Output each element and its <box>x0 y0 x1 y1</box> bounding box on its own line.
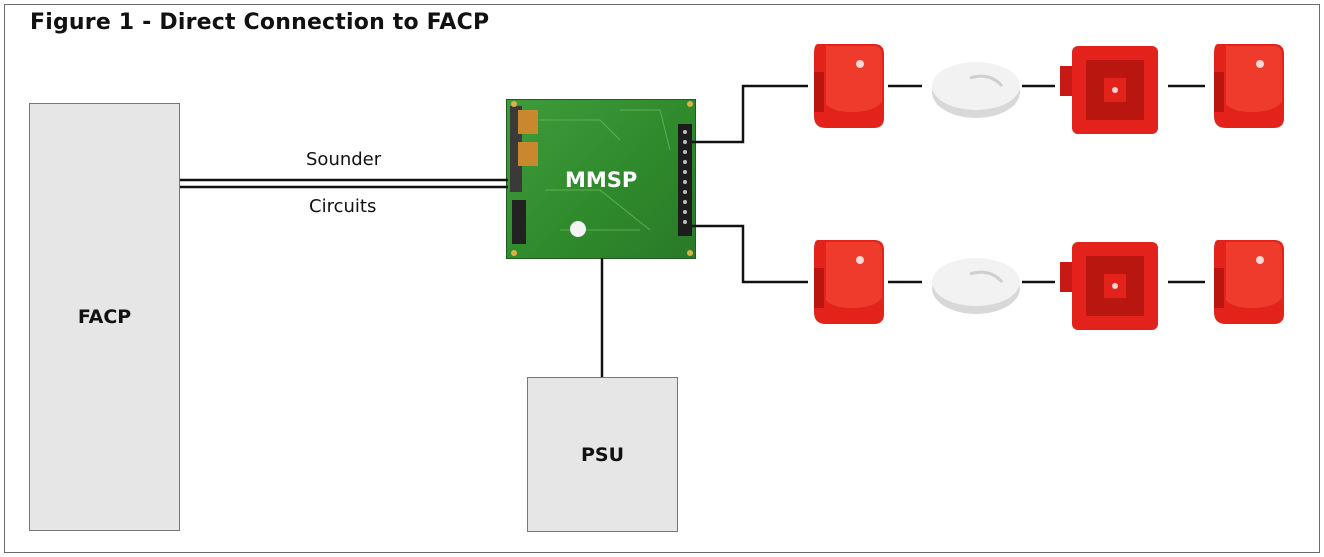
pcb-relay <box>518 110 538 134</box>
pcb-led-icon <box>570 221 586 237</box>
sounder-beacon-icon <box>1214 44 1284 128</box>
bottom-branch-wire <box>692 224 808 284</box>
white-sounder-icon <box>932 258 1020 314</box>
wire-label-sounder: Sounder <box>306 149 382 170</box>
facp-box: FACP <box>29 103 180 531</box>
pcb-relay <box>518 142 538 166</box>
wiring <box>180 84 1205 377</box>
top-branch-wire <box>692 84 808 144</box>
facp-label: FACP <box>77 306 132 328</box>
sounder-beacon-icon <box>814 240 884 324</box>
psu-box: PSU <box>527 377 678 532</box>
pcb-details <box>510 101 693 256</box>
sounder-beacon-icon <box>814 44 884 128</box>
pcb-connector-left <box>512 200 526 244</box>
psu-label: PSU <box>580 443 625 466</box>
wire-label-circuits: Circuits <box>309 196 377 217</box>
white-sounder-icon <box>932 62 1020 118</box>
red-horn-sounder-icon <box>1060 242 1158 330</box>
mmsp-label: MMSP <box>565 168 638 192</box>
pcb-terminal-screws <box>683 130 687 224</box>
sounder-beacon-icon <box>1214 240 1284 324</box>
figure-title: Figure 1 - Direct Connection to FACP <box>30 10 490 35</box>
red-horn-sounder-icon <box>1060 46 1158 134</box>
